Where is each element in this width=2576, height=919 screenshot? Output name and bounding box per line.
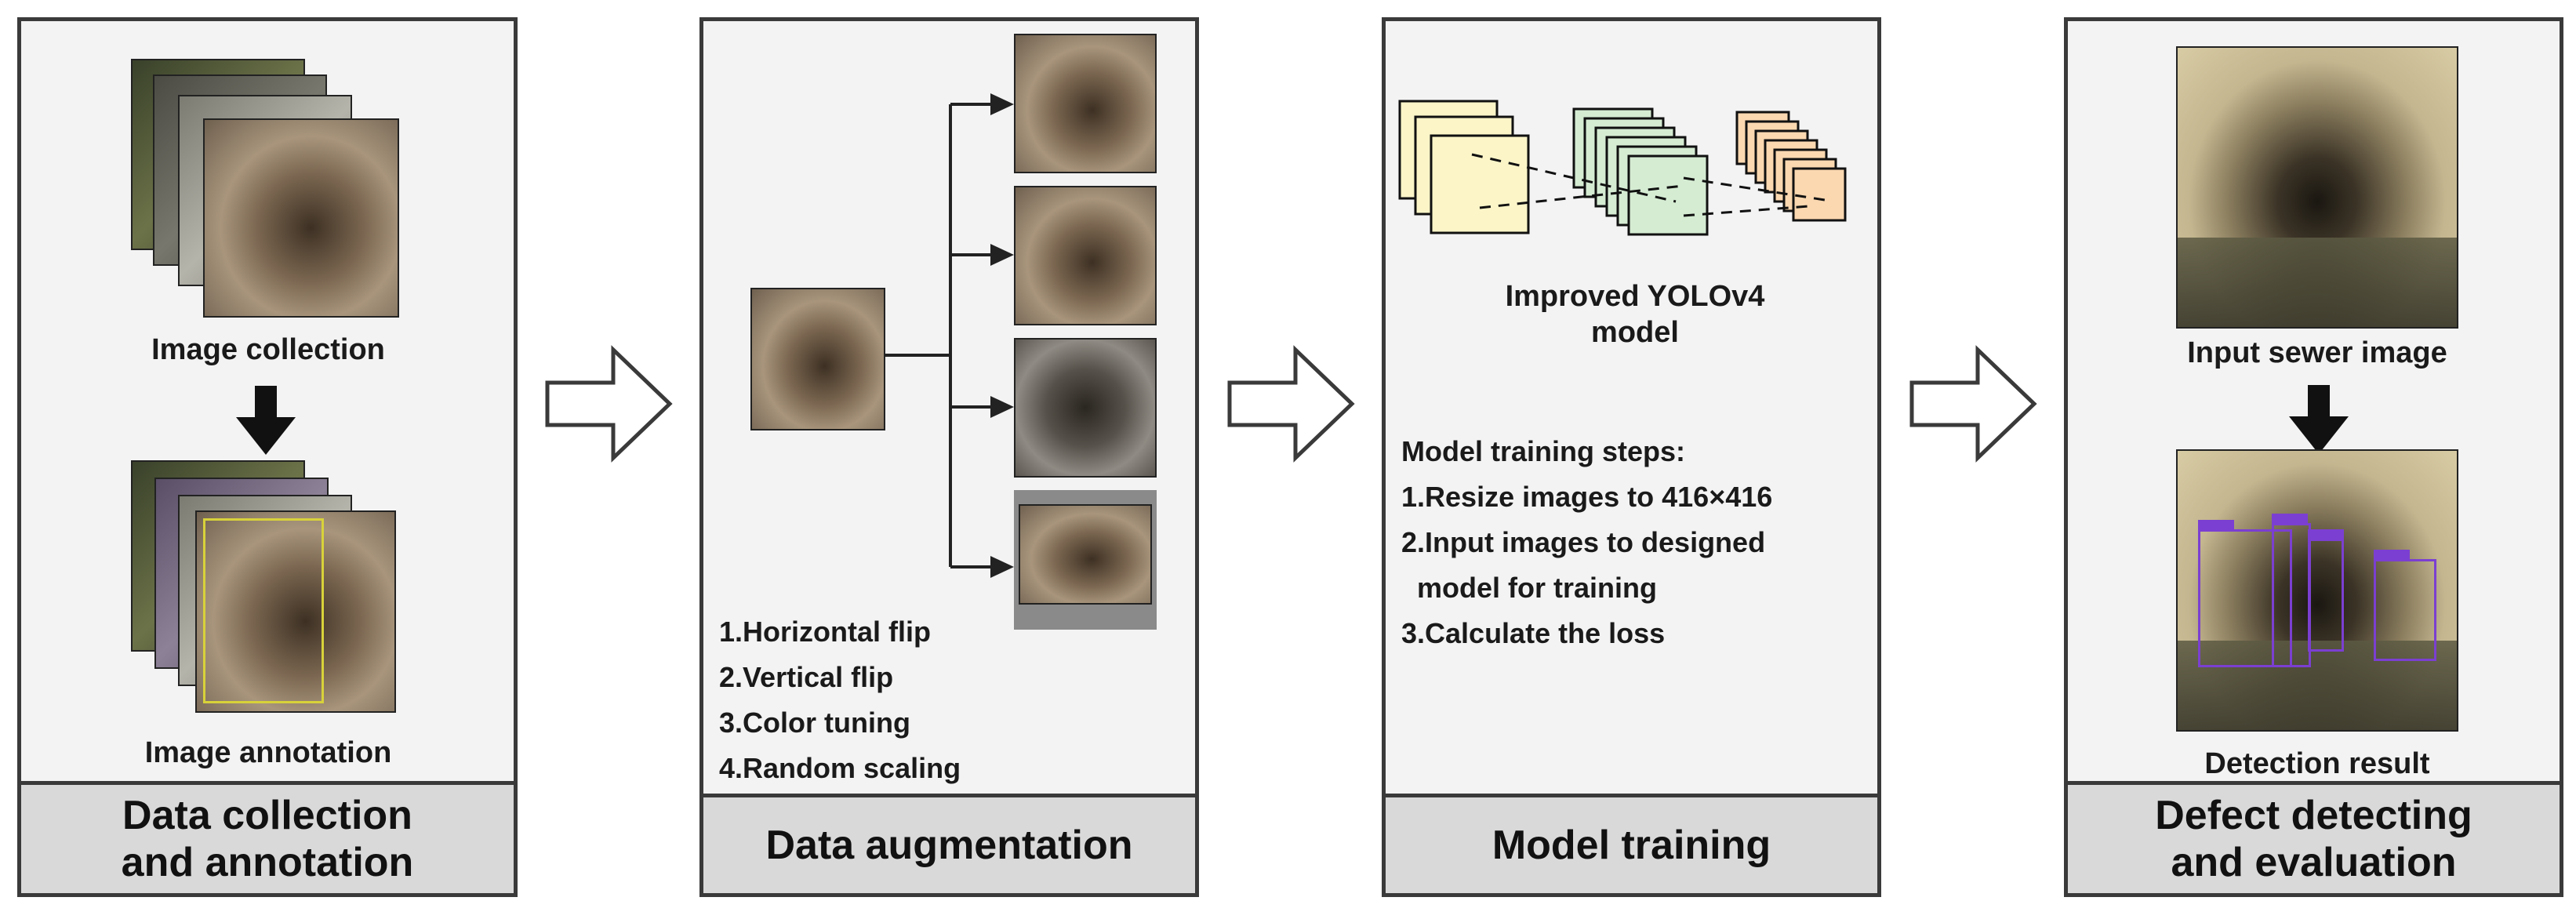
training-steps-title: Model training steps: <box>1401 435 1686 467</box>
training-step-2: 2.Input images to designed <box>1401 526 1766 558</box>
panel-footer-title: Defect detecting and evaluation <box>2068 781 2560 893</box>
scaled-image <box>1019 504 1152 605</box>
source-image <box>750 288 885 430</box>
detection-box <box>2198 529 2292 667</box>
model-label-line2: model <box>1591 316 1679 349</box>
down-arrow-icon <box>236 386 296 455</box>
image-annotation-label: Image annotation <box>144 736 392 769</box>
stacked-image-1 <box>203 118 399 318</box>
panel-data-augmentation: 1.Horizontal flip 2.Vertical flip 3.Colo… <box>699 17 1199 897</box>
augmented-vertical-flip <box>1014 186 1157 325</box>
augmentation-step-1: 1.Horizontal flip <box>719 616 931 648</box>
input-sewer-image <box>2176 46 2458 329</box>
panel-data-collection: Image collection Image annotation Data c… <box>17 17 518 897</box>
branch-connector <box>885 93 1014 578</box>
network-diagram-icon <box>1398 100 1847 236</box>
model-label-line1: Improved YOLOv4 <box>1505 280 1765 313</box>
flow-arrow-icon <box>545 345 673 463</box>
panel-footer-title: Data collection and annotation <box>21 781 514 893</box>
panel-footer-title: Model training <box>1386 794 1877 893</box>
annotated-image-1 <box>195 510 396 713</box>
detection-box <box>2374 559 2436 661</box>
detection-box <box>2308 539 2344 652</box>
flow-arrow-icon <box>1227 345 1355 463</box>
image-collection-label: Image collection <box>151 333 385 366</box>
training-step-1: 1.Resize images to 416×416 <box>1401 481 1773 513</box>
input-sewer-label: Input sewer image <box>2187 336 2447 369</box>
training-step-3: 3.Calculate the loss <box>1401 617 1666 649</box>
augmented-color-tuning <box>1014 338 1157 478</box>
annotation-box <box>203 518 324 703</box>
augmentation-step-2: 2.Vertical flip <box>719 661 894 693</box>
detection-tag <box>2198 520 2234 529</box>
detection-tag <box>2308 529 2344 539</box>
flow-arrow-icon <box>1909 345 2037 463</box>
detection-box <box>2272 523 2311 667</box>
detection-tag <box>2374 550 2410 559</box>
detection-result-image <box>2176 449 2458 732</box>
panel-model-training: Improved YOLOv4 model Model training ste… <box>1382 17 1881 897</box>
augmented-random-scaling <box>1014 490 1157 630</box>
panel-defect-detection: Input sewer image Detection result Defec… <box>2064 17 2563 897</box>
training-step-2-cont: model for training <box>1401 572 1658 604</box>
augmented-horizontal-flip <box>1014 34 1157 173</box>
augmentation-step-4: 4.Random scaling <box>719 752 961 784</box>
down-arrow-icon <box>2289 385 2349 454</box>
detection-result-label: Detection result <box>2204 747 2430 780</box>
detection-tag <box>2272 514 2308 523</box>
panel-footer-title: Data augmentation <box>703 794 1195 893</box>
augmentation-step-3: 3.Color tuning <box>719 707 910 739</box>
